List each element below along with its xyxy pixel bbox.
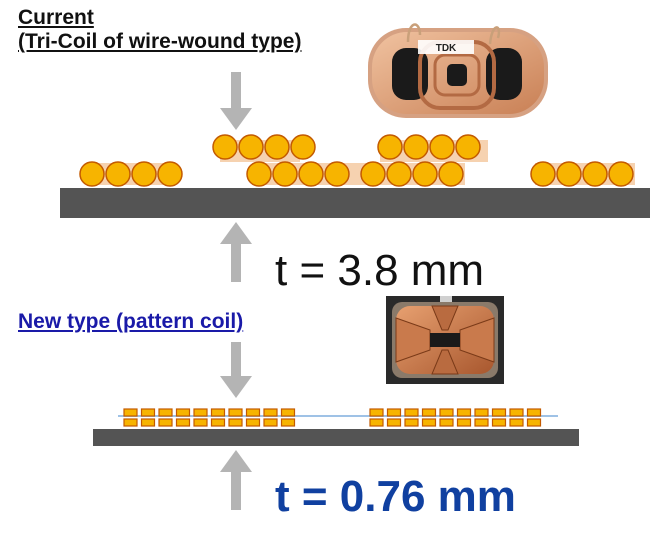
lead-wire xyxy=(406,23,422,43)
wire-cross-sections xyxy=(79,134,634,187)
pattern-trace xyxy=(421,418,437,427)
pattern-trace xyxy=(140,408,156,417)
wire-cross-section xyxy=(272,161,298,187)
pattern-trace xyxy=(509,408,524,417)
new-cross-section xyxy=(93,408,579,446)
pattern-trace xyxy=(456,408,472,417)
new-substrate xyxy=(93,429,579,446)
pattern-trace xyxy=(404,418,419,427)
pattern-trace xyxy=(245,408,261,417)
pattern-trace xyxy=(439,408,454,417)
wire-wound-coil-photo: TDK xyxy=(368,23,548,118)
wire-cross-section xyxy=(298,161,324,187)
pattern-trace xyxy=(210,408,226,417)
pattern-trace xyxy=(526,408,542,417)
pattern-trace xyxy=(369,408,384,417)
new-type-heading: New type (pattern coil) xyxy=(18,310,244,333)
pattern-trace xyxy=(474,408,489,417)
new-type-thickness-label: t = 0.76 mm xyxy=(275,472,516,521)
wire-cross-section xyxy=(412,161,438,187)
pattern-trace xyxy=(175,418,191,427)
current-heading: Current (Tri-Coil of wire-wound type) xyxy=(18,6,301,54)
wire-cross-section xyxy=(238,134,264,160)
pattern-layer-line xyxy=(118,415,558,417)
current-heading-line2: (Tri-Coil of wire-wound type) xyxy=(18,30,302,53)
pattern-coil-photo xyxy=(386,296,504,384)
pattern-trace xyxy=(456,418,472,427)
wire-cross-section xyxy=(556,161,582,187)
lead-wire xyxy=(488,26,501,45)
current-top-arrow xyxy=(220,72,252,130)
wire-cross-section xyxy=(324,161,350,187)
pattern-trace-cross-sections xyxy=(123,408,542,427)
pattern-trace xyxy=(140,418,156,427)
pattern-trace xyxy=(439,418,454,427)
wire-cross-section xyxy=(429,134,455,160)
pattern-trace xyxy=(263,418,278,427)
pattern-trace xyxy=(123,408,138,417)
brand-label-plate xyxy=(418,40,474,54)
wire-cross-section xyxy=(386,161,412,187)
pattern-trace xyxy=(280,418,296,427)
current-substrate xyxy=(60,188,650,218)
pattern-trace xyxy=(123,418,138,427)
wire-cross-section xyxy=(438,161,464,187)
pattern-trace xyxy=(421,408,437,417)
new-top-arrow xyxy=(220,342,252,398)
pattern-trace xyxy=(245,418,261,427)
pattern-trace xyxy=(404,408,419,417)
pattern-trace xyxy=(158,418,173,427)
wire-cross-section xyxy=(455,134,481,160)
current-bottom-arrow xyxy=(220,222,252,282)
pattern-trace xyxy=(386,408,402,417)
current-thickness-label: t = 3.8 mm xyxy=(275,246,485,295)
wire-cross-section xyxy=(246,161,272,187)
wire-cross-section xyxy=(131,161,157,187)
wire-cross-section xyxy=(403,134,429,160)
wire-cross-section xyxy=(264,134,290,160)
pattern-trace xyxy=(175,408,191,417)
wire-cross-section xyxy=(79,161,105,187)
pattern-trace xyxy=(491,418,507,427)
wire-cross-section xyxy=(157,161,183,187)
pattern-trace xyxy=(210,418,226,427)
wire-cross-section xyxy=(290,134,316,160)
pattern-trace xyxy=(263,408,278,417)
pattern-trace xyxy=(509,418,524,427)
wire-cross-section xyxy=(582,161,608,187)
wire-cross-section xyxy=(608,161,634,187)
wire-cross-section xyxy=(360,161,386,187)
wire-cross-section xyxy=(377,134,403,160)
wire-cross-section xyxy=(105,161,131,187)
pattern-coil-center xyxy=(430,333,460,347)
brand-label: TDK xyxy=(436,43,457,54)
pattern-trace xyxy=(491,408,507,417)
pattern-trace xyxy=(158,408,173,417)
pattern-trace xyxy=(193,418,208,427)
wire-cross-section xyxy=(530,161,556,187)
pattern-trace xyxy=(228,418,243,427)
pattern-trace xyxy=(369,418,384,427)
pattern-trace xyxy=(386,418,402,427)
new-bottom-arrow xyxy=(220,450,252,510)
current-heading-line1: Current xyxy=(18,6,94,29)
current-cross-section xyxy=(60,134,650,218)
wire-cross-section xyxy=(212,134,238,160)
pattern-trace xyxy=(193,408,208,417)
pattern-trace xyxy=(526,418,542,427)
pattern-trace xyxy=(228,408,243,417)
pattern-trace xyxy=(474,418,489,427)
pattern-trace xyxy=(280,408,296,417)
